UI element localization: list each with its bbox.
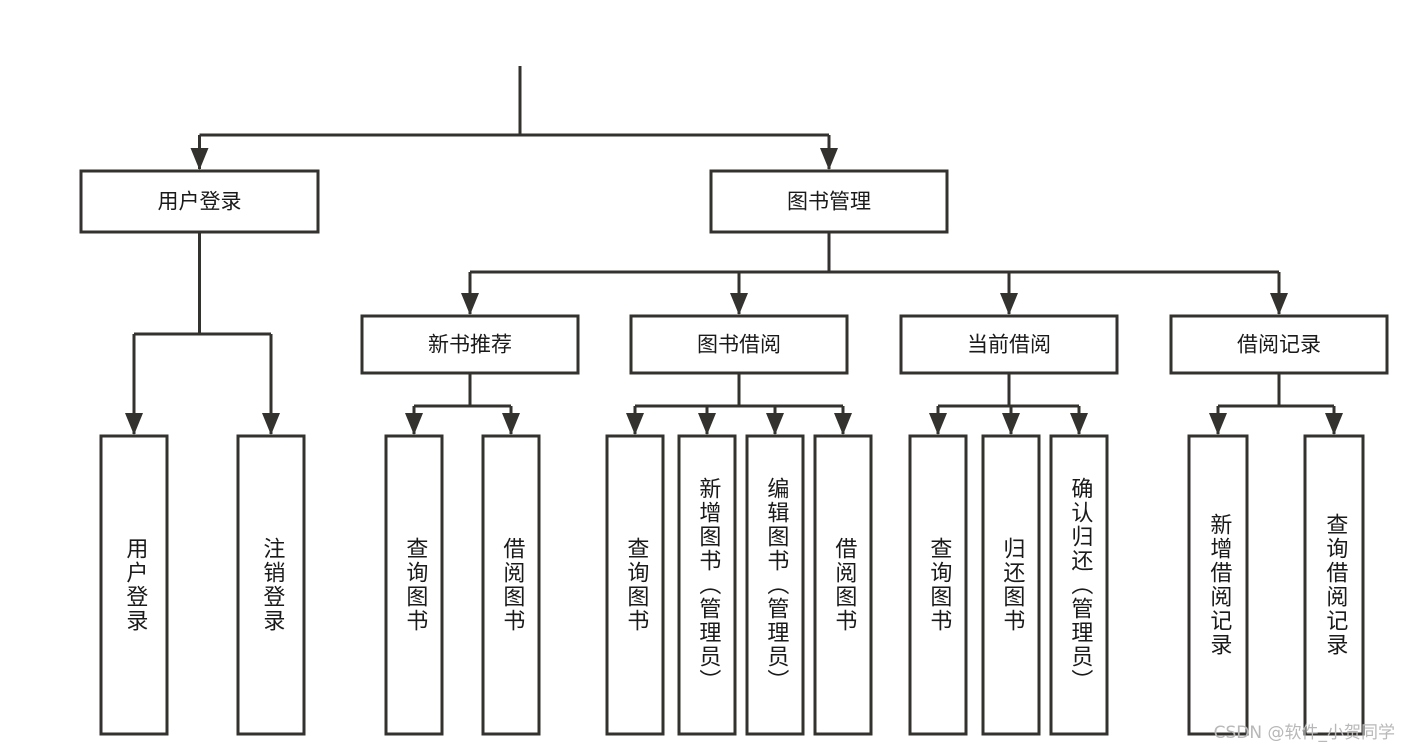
arrow-head-icon bbox=[1000, 293, 1018, 315]
node-leaf-7[interactable] bbox=[813, 434, 873, 736]
node-leaf-1[interactable] bbox=[236, 434, 306, 736]
node-leaf-5[interactable] bbox=[677, 434, 737, 736]
node-level3-3[interactable]: 借阅记录 bbox=[1169, 314, 1389, 375]
arrow-head-icon bbox=[502, 413, 520, 435]
node-level2-1[interactable]: 图书管理 bbox=[709, 169, 949, 234]
node-leaf-2[interactable] bbox=[384, 434, 444, 736]
node-rect[interactable] bbox=[384, 434, 444, 736]
arrow-head-icon bbox=[730, 293, 748, 315]
node-rect[interactable] bbox=[99, 434, 169, 736]
arrow-head-icon bbox=[929, 413, 947, 435]
node-rect[interactable] bbox=[709, 169, 949, 234]
arrow-head-icon bbox=[1325, 413, 1343, 435]
node-leaf-10[interactable] bbox=[1049, 434, 1109, 736]
node-leaf-8[interactable] bbox=[908, 434, 968, 736]
arrow-head-icon bbox=[1002, 413, 1020, 435]
node-level3-0[interactable]: 新书推荐 bbox=[360, 314, 580, 375]
node-rect[interactable] bbox=[1303, 434, 1365, 736]
arrow-head-icon bbox=[820, 148, 838, 170]
node-rect[interactable] bbox=[745, 434, 805, 736]
node-rect[interactable] bbox=[899, 314, 1119, 375]
arrow-head-icon bbox=[766, 413, 784, 435]
node-rect[interactable] bbox=[1187, 434, 1249, 736]
node-label: 图书管理 bbox=[787, 190, 871, 214]
node-rect[interactable] bbox=[1049, 434, 1109, 736]
node-label: 用户登录 bbox=[158, 190, 242, 214]
node-rect[interactable] bbox=[360, 314, 580, 375]
arrow-head-icon bbox=[626, 413, 644, 435]
node-rect[interactable] bbox=[677, 434, 737, 736]
node-label: 新书推荐 bbox=[428, 333, 512, 357]
arrow-head-icon bbox=[262, 413, 280, 435]
arrow-head-icon bbox=[1070, 413, 1088, 435]
arrow-head-icon bbox=[461, 293, 479, 315]
node-leaf-6[interactable] bbox=[745, 434, 805, 736]
node-rect[interactable] bbox=[79, 169, 320, 234]
arrow-head-icon bbox=[1270, 293, 1288, 315]
node-level2-0[interactable]: 用户登录 bbox=[79, 169, 320, 234]
node-leaf-3[interactable] bbox=[481, 434, 541, 736]
arrow-head-icon bbox=[125, 413, 143, 435]
arrow-head-icon bbox=[698, 413, 716, 435]
node-leaf-4[interactable] bbox=[605, 434, 665, 736]
node-label: 图书借阅 bbox=[697, 333, 781, 357]
node-rect[interactable] bbox=[813, 434, 873, 736]
node-leaf-0[interactable] bbox=[99, 434, 169, 736]
node-rect[interactable] bbox=[481, 434, 541, 736]
arrow-head-icon bbox=[405, 413, 423, 435]
watermark-text: CSDN @软件_小贺同学 bbox=[1213, 723, 1395, 743]
node-level3-1[interactable]: 图书借阅 bbox=[629, 314, 849, 375]
node-label: 借阅记录 bbox=[1237, 333, 1321, 357]
connectors-layer bbox=[125, 66, 1343, 435]
node-leaf-12[interactable] bbox=[1303, 434, 1365, 736]
arrow-head-icon bbox=[834, 413, 852, 435]
arrow-head-icon bbox=[1209, 413, 1227, 435]
node-rect[interactable] bbox=[605, 434, 665, 736]
node-leaf-11[interactable] bbox=[1187, 434, 1249, 736]
node-rect[interactable] bbox=[908, 434, 968, 736]
node-label: 当前借阅 bbox=[967, 333, 1051, 357]
arrow-head-icon bbox=[190, 148, 209, 170]
node-rect[interactable] bbox=[1169, 314, 1389, 375]
node-rect[interactable] bbox=[629, 314, 849, 375]
node-level3-2[interactable]: 当前借阅 bbox=[899, 314, 1119, 375]
node-rect[interactable] bbox=[981, 434, 1041, 736]
node-leaf-9[interactable] bbox=[981, 434, 1041, 736]
node-rect[interactable] bbox=[236, 434, 306, 736]
